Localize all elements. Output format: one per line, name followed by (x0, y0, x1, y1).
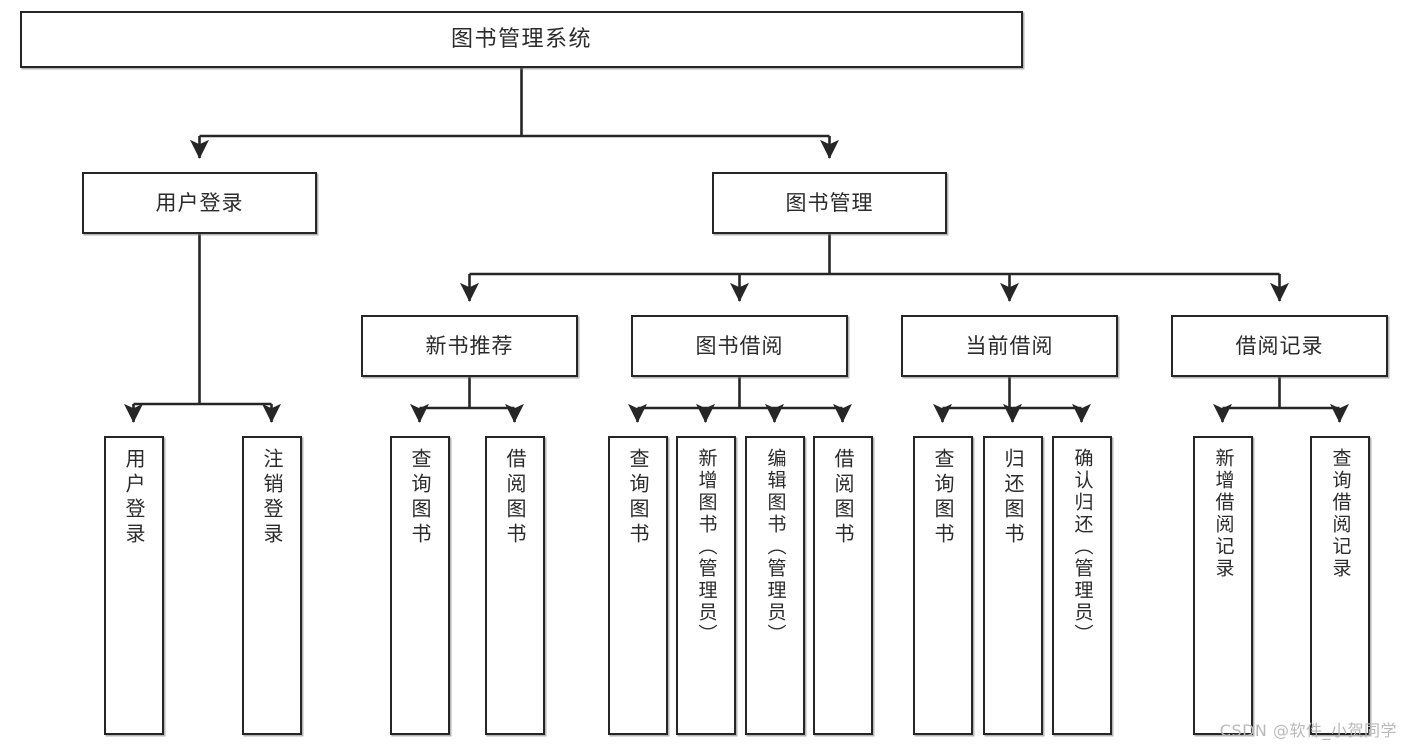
node-label: 图书管理系统 (450, 26, 592, 52)
node-leaf-query-borrow-record[interactable]: 查询借阅记录 (1310, 436, 1370, 735)
node-leaf-query-book-3[interactable]: 查询图书 (913, 436, 973, 735)
node-leaf-query-book-2[interactable]: 查询图书 (608, 436, 668, 735)
node-label: 编辑图书（管理员） (764, 448, 787, 646)
node-leaf-query-book-1[interactable]: 查询图书 (390, 436, 450, 735)
node-borrow-record[interactable]: 借阅记录 (1171, 315, 1388, 377)
node-label: 查询图书 (931, 448, 955, 548)
node-label: 查询图书 (408, 448, 432, 548)
csdn-watermark: CSDN @软件_小贺同学 (1219, 721, 1397, 740)
node-label: 当前借阅 (965, 333, 1054, 358)
node-leaf-return-book[interactable]: 归还图书 (983, 436, 1043, 735)
node-label: 借阅图书 (831, 448, 855, 548)
node-label: 用户登录 (155, 190, 244, 215)
node-label: 查询借阅记录 (1329, 448, 1352, 580)
node-label: 图书借阅 (695, 333, 784, 358)
node-leaf-logout-login[interactable]: 注销登录 (242, 436, 302, 735)
node-label: 用户登录 (122, 448, 146, 548)
node-label: 确认归还（管理员） (1071, 448, 1094, 646)
node-label: 查询图书 (626, 448, 650, 548)
node-leaf-borrow-book-2[interactable]: 借阅图书 (813, 436, 873, 735)
node-new-book-recommend[interactable]: 新书推荐 (361, 315, 578, 377)
node-label: 归还图书 (1001, 448, 1025, 548)
node-current-borrow[interactable]: 当前借阅 (901, 315, 1118, 377)
node-root-book-management-system[interactable]: 图书管理系统 (20, 11, 1023, 68)
node-label: 借阅图书 (503, 448, 527, 548)
node-leaf-add-book-admin[interactable]: 新增图书（管理员） (676, 436, 736, 735)
node-label: 新增借阅记录 (1212, 448, 1235, 580)
node-book-management[interactable]: 图书管理 (712, 172, 947, 234)
node-label: 新书推荐 (425, 333, 514, 358)
node-leaf-user-login[interactable]: 用户登录 (104, 436, 164, 735)
node-leaf-edit-book-admin[interactable]: 编辑图书（管理员） (745, 436, 805, 735)
node-label: 新增图书（管理员） (695, 448, 718, 646)
node-book-borrow[interactable]: 图书借阅 (631, 315, 848, 377)
node-label: 注销登录 (260, 448, 284, 548)
node-leaf-borrow-book-1[interactable]: 借阅图书 (485, 436, 545, 735)
node-label: 图书管理 (785, 190, 874, 215)
node-user-login[interactable]: 用户登录 (82, 172, 317, 234)
node-label: 借阅记录 (1235, 333, 1324, 358)
node-leaf-confirm-return-admin[interactable]: 确认归还（管理员） (1052, 436, 1112, 735)
node-leaf-add-borrow-record[interactable]: 新增借阅记录 (1193, 436, 1253, 735)
